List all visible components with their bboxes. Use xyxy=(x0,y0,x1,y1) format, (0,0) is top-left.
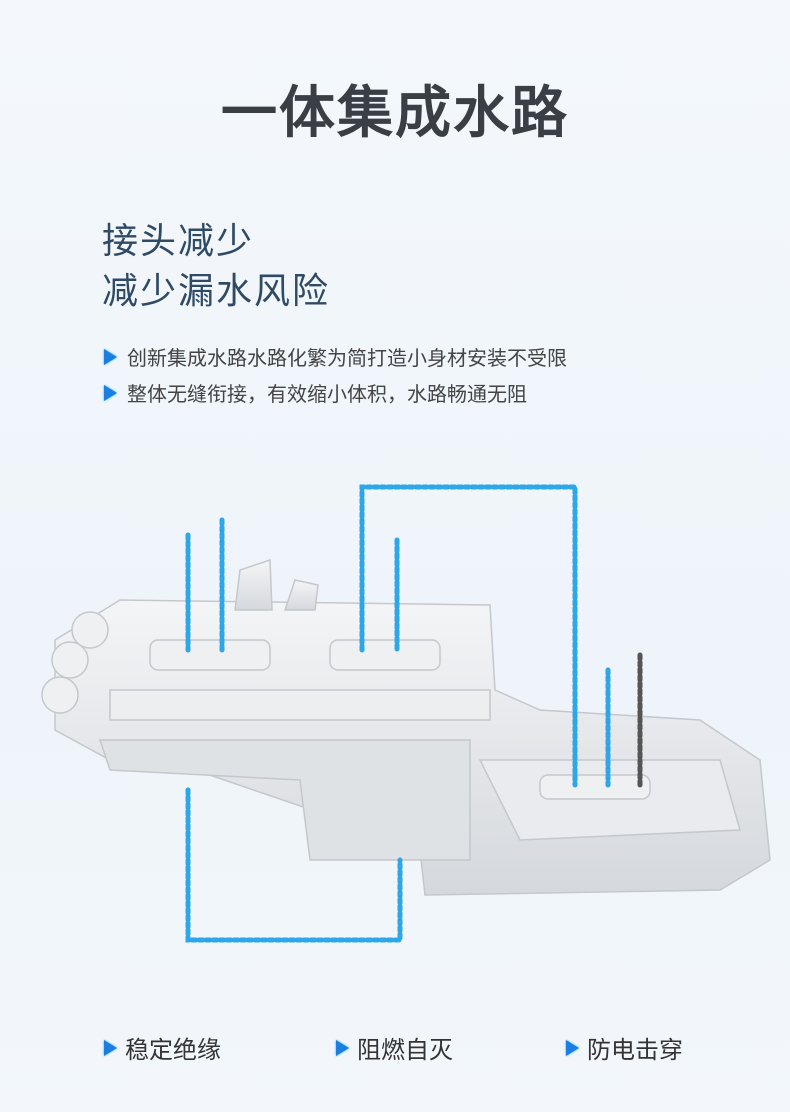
bullet-arrow-icon xyxy=(104,384,117,401)
bullet-text: 整体无缝衔接，有效缩小体积，水路畅通无阻 xyxy=(127,382,527,406)
bullet-arrow-icon xyxy=(336,1039,349,1056)
feature-breakdown-proof: 防电击穿 xyxy=(566,1030,683,1065)
subtitle-line-2: 减少漏水风险 xyxy=(102,271,331,312)
feature-label: 防电击穿 xyxy=(587,1036,683,1064)
feature-insulation: 稳定绝缘 xyxy=(104,1030,221,1065)
feature-flame-retardant: 阻燃自灭 xyxy=(336,1030,453,1065)
water-flow-paths xyxy=(185,484,643,943)
bullet-item: 创新集成水路水路化繁为简打造小身材安装不受限 xyxy=(104,342,567,371)
feature-label: 阻燃自灭 xyxy=(357,1036,453,1064)
bullet-arrow-icon xyxy=(566,1039,579,1056)
feature-label: 稳定绝缘 xyxy=(125,1036,221,1064)
bullet-item: 整体无缝衔接，有效缩小体积，水路畅通无阻 xyxy=(104,378,527,407)
bullet-text: 创新集成水路水路化繁为简打造小身材安装不受限 xyxy=(127,346,567,370)
integrated-waterway-illustration xyxy=(41,484,771,943)
page-title: 一体集成水路 xyxy=(221,81,569,146)
subtitle-line-1: 接头减少 xyxy=(102,221,255,262)
housing-body xyxy=(41,558,771,896)
bullet-arrow-icon xyxy=(104,1039,117,1056)
bullet-arrow-icon xyxy=(104,348,117,365)
